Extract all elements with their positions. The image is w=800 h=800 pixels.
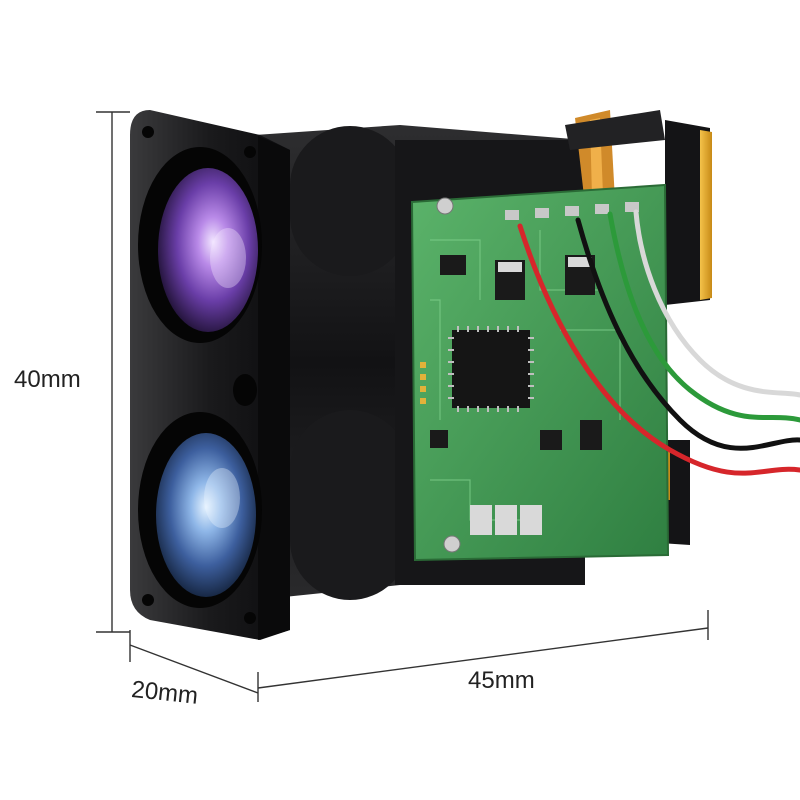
width-dimension-label: 45mm xyxy=(468,667,535,694)
top-lens xyxy=(158,168,258,332)
wires xyxy=(517,209,800,476)
main-chip xyxy=(452,330,530,408)
flex-cable xyxy=(565,110,665,205)
bottom-lens xyxy=(156,433,256,597)
lenses xyxy=(138,147,262,608)
height-dimension-label: 40mm xyxy=(14,366,81,393)
dimension-lines xyxy=(96,111,709,702)
pcb-board xyxy=(410,183,670,562)
